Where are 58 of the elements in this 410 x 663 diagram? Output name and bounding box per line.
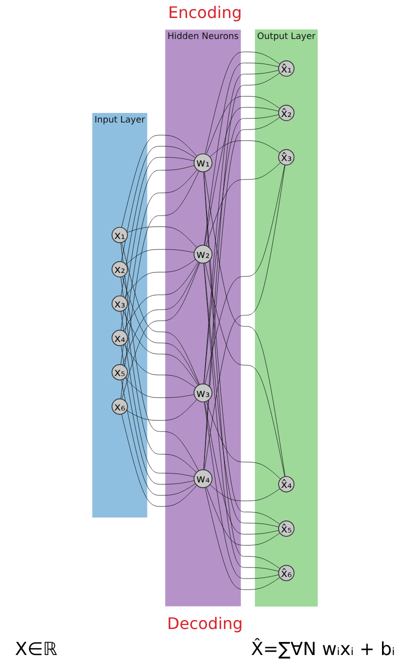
- connector: [121, 242, 200, 385]
- node-circle: x̂₄: [278, 476, 294, 492]
- connector: [122, 310, 198, 386]
- node-circle: x₅: [112, 364, 128, 380]
- node-circle: x̂₆: [278, 564, 294, 582]
- connector: [123, 262, 198, 332]
- connector: [120, 169, 198, 365]
- formula: X̂=∑∀N wᵢxᵢ + bᵢ: [250, 639, 395, 660]
- connector: [126, 399, 198, 421]
- connector: [204, 62, 279, 246]
- node-circle: x₄: [112, 330, 128, 346]
- connector: [204, 52, 280, 154]
- node-circle: w₂: [194, 244, 212, 264]
- connector: [204, 107, 279, 246]
- formula: X∈ℝ: [15, 639, 58, 660]
- connector: [210, 484, 280, 502]
- connector: [120, 276, 197, 473]
- node-circle: x̂₃: [278, 149, 294, 166]
- connector: [124, 344, 196, 388]
- connector: [122, 262, 200, 400]
- connector: [122, 276, 200, 386]
- connector: [121, 380, 196, 496]
- connector: [204, 487, 280, 590]
- direction-label: Decoding: [167, 614, 243, 633]
- node-circle: w₄: [194, 469, 212, 488]
- connector: [204, 402, 279, 534]
- node-circle: x̂₁: [278, 60, 294, 77]
- node-circle: x₂: [112, 261, 128, 278]
- node-circle: x̂₅: [278, 520, 294, 537]
- connector: [121, 134, 198, 228]
- node-circle: w₃: [194, 384, 212, 402]
- connector: [120, 311, 194, 478]
- connector: [210, 140, 280, 158]
- direction-label: Encoding: [168, 3, 242, 22]
- connector: [126, 249, 194, 265]
- connector: [204, 262, 285, 477]
- connector: [206, 486, 280, 546]
- connector: [120, 165, 195, 330]
- connector: [122, 262, 200, 366]
- connector: [120, 170, 200, 400]
- connector: [120, 157, 194, 296]
- connector: [206, 96, 280, 155]
- connector: [206, 162, 281, 246]
- node-circle: w₁: [194, 153, 212, 172]
- connector: [120, 242, 199, 472]
- node-circle: x₆: [112, 398, 128, 415]
- connector: [121, 414, 198, 507]
- connector: [124, 378, 194, 398]
- node-circle: x̂₂: [278, 104, 294, 122]
- connector: [204, 402, 279, 579]
- connector: [126, 226, 198, 248]
- connector: [206, 401, 281, 480]
- node-circle: x₃: [112, 295, 128, 312]
- connector: [120, 345, 194, 484]
- connector: [204, 164, 285, 384]
- connector: [124, 259, 196, 298]
- connector: [121, 146, 196, 262]
- node-circle: x₁: [112, 226, 128, 244]
